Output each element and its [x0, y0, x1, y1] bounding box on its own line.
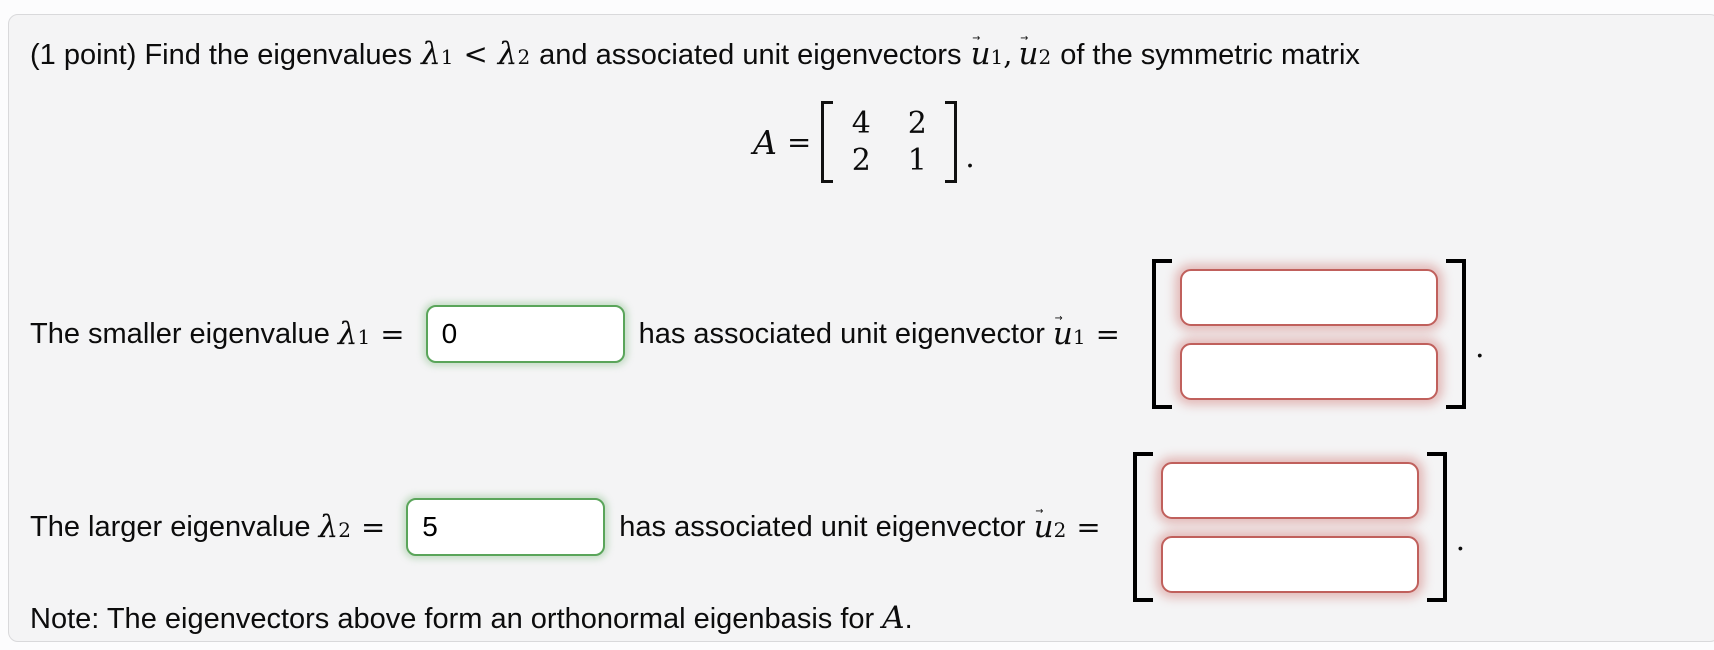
row-period: .	[1474, 329, 1485, 365]
larger-eigenvalue-label: The larger eigenvalue	[30, 510, 311, 543]
matrix-name: A	[753, 122, 777, 162]
matrix-left-bracket	[821, 101, 834, 183]
vector-arrow-icon: →	[1020, 33, 1029, 45]
lambda-2-subscript: 2	[517, 45, 531, 69]
vector-input-column	[1179, 268, 1438, 400]
matrix-cells: 4 2 2 1	[833, 104, 945, 180]
equals-sign: =	[360, 509, 386, 544]
u-subscript: 2	[1053, 517, 1067, 542]
vector-input-column	[1160, 461, 1419, 593]
eigenvector-1-component-1-input[interactable]	[1179, 268, 1438, 326]
larger-eigenvector-text: has associated unit eigenvector	[619, 510, 1026, 543]
statement-text-3: of the symmetric matrix	[1060, 39, 1360, 71]
matrix-cell-12: 2	[907, 106, 927, 141]
u2-subscript: 2	[1038, 45, 1052, 69]
lambda-symbol: λ	[337, 315, 358, 352]
u1-subscript: 1	[990, 45, 1004, 69]
statement-text-2: and associated unit eigenvectors	[539, 39, 962, 71]
u-letter: u	[1052, 315, 1073, 352]
u2-letter: u	[1018, 36, 1039, 72]
smaller-eigenvalue-label: The smaller eigenvalue	[30, 317, 330, 350]
equals-sign: =	[380, 316, 405, 351]
u1-vector-symbol: →u	[1052, 313, 1073, 352]
lambda-subscript: 1	[357, 324, 371, 349]
equals-sign: =	[786, 125, 812, 159]
lambda-symbol: λ	[318, 508, 339, 545]
comma: ,	[1003, 37, 1013, 71]
u-letter: u	[1033, 508, 1054, 545]
note-text: Note: The eigenvectors above form an ort…	[30, 603, 875, 635]
eigenvalue-2-input[interactable]	[406, 498, 606, 556]
vector-arrow-icon: →	[1054, 312, 1063, 324]
statement-text-1: (1 point) Find the eigenvalues	[30, 39, 413, 71]
lambda-1-symbol: λ	[421, 36, 441, 72]
note-matrix-name: A	[882, 600, 905, 636]
smaller-eigenvalue-row: The smaller eigenvalue λ1 = has associat…	[30, 258, 1484, 410]
matrix-cell-11: 4	[851, 106, 871, 141]
matrix-cell-22: 1	[907, 143, 927, 178]
note-period: .	[904, 603, 913, 635]
eigenvector-1-component-2-input[interactable]	[1179, 342, 1438, 400]
less-than-sign: <	[463, 37, 488, 71]
smaller-eigenvector-text: has associated unit eigenvector	[638, 317, 1045, 350]
note-line: Note: The eigenvectors above form an ort…	[30, 603, 913, 636]
eigenvalue-1-input[interactable]	[425, 305, 625, 363]
u1-letter: u	[970, 36, 991, 72]
eigenvector-1-group	[1151, 259, 1466, 409]
matrix-right-bracket	[945, 101, 958, 183]
u-subscript: 1	[1072, 324, 1086, 349]
vector-left-bracket	[1151, 259, 1172, 409]
equals-sign: =	[1076, 509, 1101, 544]
eigenvector-2-component-2-input[interactable]	[1160, 535, 1419, 593]
lambda-2-symbol: λ	[497, 36, 518, 72]
eigenvector-2-group	[1132, 452, 1447, 602]
equals-sign: =	[1095, 316, 1120, 351]
u2-vector-symbol: →u	[1018, 33, 1039, 72]
equation-period: .	[965, 140, 975, 175]
vector-arrow-icon: →	[972, 33, 981, 45]
vector-right-bracket	[1445, 259, 1466, 409]
matrix-cell-21: 2	[851, 143, 871, 178]
vector-right-bracket	[1426, 452, 1447, 602]
matrix-equation: A = 4 2 2 1 .	[9, 97, 1714, 187]
eigenvector-2-component-1-input[interactable]	[1160, 461, 1419, 519]
larger-eigenvalue-row: The larger eigenvalue λ2 = has associate…	[30, 451, 1465, 603]
u2-vector-symbol: →u	[1033, 506, 1054, 545]
lambda-1-subscript: 1	[440, 45, 454, 69]
u1-vector-symbol: →u	[970, 33, 991, 72]
vector-arrow-icon: →	[1035, 505, 1044, 517]
row-period: .	[1455, 522, 1466, 558]
vector-left-bracket	[1132, 452, 1153, 602]
lambda-subscript: 2	[338, 517, 351, 542]
